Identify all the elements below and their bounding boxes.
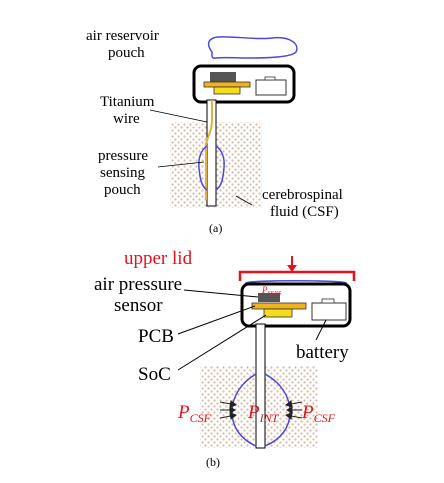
label-battery: battery — [296, 342, 349, 363]
pressure-sensing-pouch-a — [198, 145, 225, 191]
label-pcsf-right: PCSF — [301, 402, 336, 425]
soc-a — [213, 86, 241, 95]
battery-b — [311, 302, 347, 321]
label-pressure-3: pouch — [104, 182, 141, 198]
label-psens-main: P — [261, 285, 268, 295]
label-pressure-1: pressure — [98, 148, 148, 164]
soc-b — [263, 308, 293, 318]
label-pint-sub: INT — [259, 411, 280, 425]
label-psens: PSENS — [261, 285, 281, 297]
lid-force-arrow-icon — [287, 265, 297, 272]
leader-csf — [235, 195, 253, 206]
label-titanium-2: wire — [113, 111, 140, 127]
label-soc: SoC — [138, 364, 171, 385]
label-pressure-2: sensing — [100, 165, 146, 181]
label-pcsf-right-sub: CSF — [314, 411, 336, 425]
sensor-chip-a — [210, 72, 236, 82]
panel-a: air reservoir pouch Titanium wire pressu… — [86, 28, 343, 235]
label-csf-2: fluid (CSF) — [270, 204, 339, 220]
leader-soc — [177, 314, 267, 371]
caption-b: (b) — [206, 455, 220, 469]
air-reservoir-pouch — [207, 36, 298, 59]
label-air-pressure-2: sensor — [114, 295, 163, 316]
label-pcsf-left-sub: CSF — [190, 411, 212, 425]
label-titanium-1: Titanium — [100, 94, 155, 110]
battery-terminal-b — [321, 298, 335, 304]
leader-air-pressure — [183, 289, 259, 298]
sensor-chip-b — [258, 293, 280, 302]
csf-arrows-right — [284, 400, 303, 420]
csf-arrows-left — [219, 400, 238, 420]
pcb-a — [203, 81, 251, 88]
leader-pressure — [157, 161, 205, 168]
label-csf-1: cerebrospinal — [262, 187, 343, 203]
label-psens-sub: SENS — [268, 291, 282, 297]
label-pint: PINT — [247, 402, 280, 425]
label-air-reservoir-2: pouch — [108, 45, 145, 61]
stem-b — [255, 323, 266, 449]
leader-titanium — [149, 109, 208, 123]
label-pcb: PCB — [138, 326, 174, 347]
panel-b: upper lid air pressure sensor PSENS PCB … — [94, 248, 356, 469]
label-air-pressure-1: air pressure — [94, 274, 182, 295]
label-pcsf-left-main: P — [177, 402, 190, 423]
battery-a — [255, 79, 287, 96]
label-pcsf-right-main: P — [301, 402, 314, 423]
label-pcsf-left: PCSF — [177, 402, 212, 425]
pcb-b — [251, 302, 307, 310]
upper-lid-bracket — [238, 270, 356, 281]
leader-battery — [315, 319, 327, 341]
label-air-reservoir-1: air reservoir — [86, 28, 159, 44]
leader-pcb — [177, 305, 256, 335]
label-pint-main: P — [247, 402, 260, 423]
caption-a: (a) — [209, 221, 222, 235]
label-upper-lid: upper lid — [124, 248, 193, 269]
titanium-wire — [205, 100, 213, 200]
battery-terminal-a — [264, 76, 276, 81]
